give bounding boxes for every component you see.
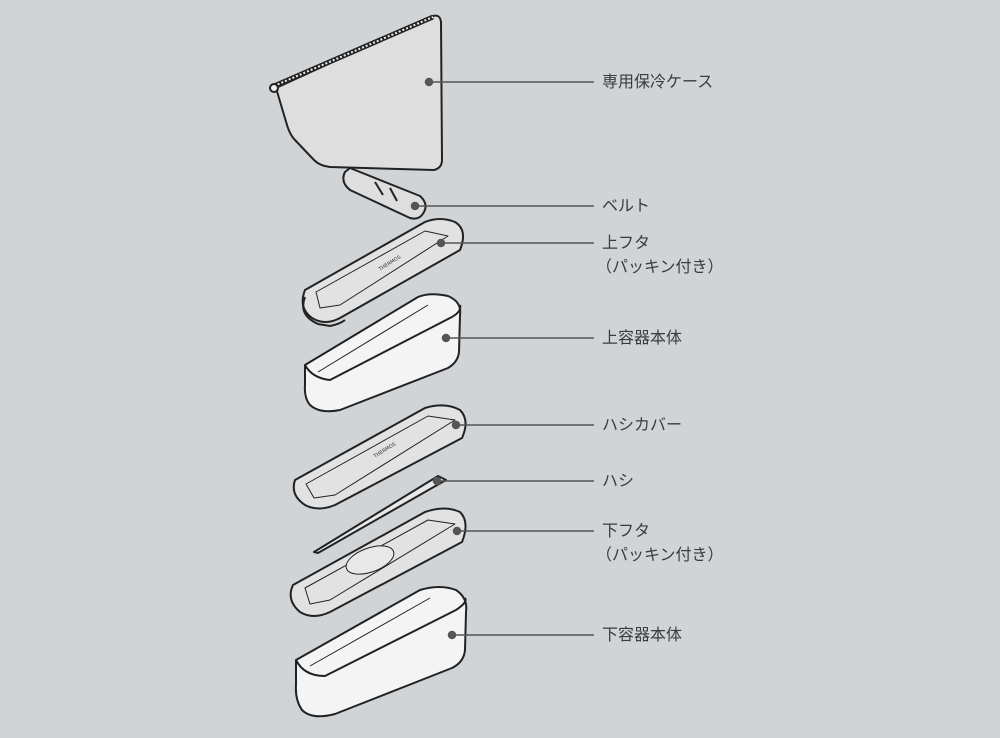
label-upper-lid-sub: （パッキン付き） — [596, 257, 724, 276]
lower-container-illustration — [294, 586, 468, 718]
lower-lid-illustration — [289, 507, 467, 617]
cooler-case-illustration — [269, 14, 443, 171]
leader-chopstick-cover — [451, 420, 594, 430]
label-belt: ベルト — [602, 196, 651, 215]
belt-illustration — [342, 167, 427, 220]
leader-upper-lid — [436, 238, 594, 248]
label-chopstick-cover: ハシカバー — [602, 415, 683, 434]
leader-chopsticks — [432, 476, 594, 486]
label-lower-container: 下容器本体 — [602, 625, 683, 644]
chopstick-cover-illustration: THERMOS — [292, 404, 467, 510]
label-lower-lid: 下フタ — [602, 521, 651, 540]
leader-upper-container — [441, 333, 594, 343]
leader-lower-container — [447, 630, 594, 640]
upper-lid-illustration: THERMOS — [301, 218, 465, 327]
label-lower-lid-sub: （パッキン付き） — [596, 545, 724, 564]
leader-lower-lid — [452, 526, 594, 536]
label-chopsticks: ハシ — [602, 471, 635, 490]
label-upper-container: 上容器本体 — [602, 328, 683, 347]
leader-case — [424, 77, 594, 87]
label-upper-lid: 上フタ — [602, 233, 651, 252]
label-case: 専用保冷ケース — [602, 72, 714, 91]
leader-belt — [410, 201, 594, 211]
upper-container-illustration — [303, 293, 462, 413]
chopsticks-illustration — [313, 475, 447, 554]
